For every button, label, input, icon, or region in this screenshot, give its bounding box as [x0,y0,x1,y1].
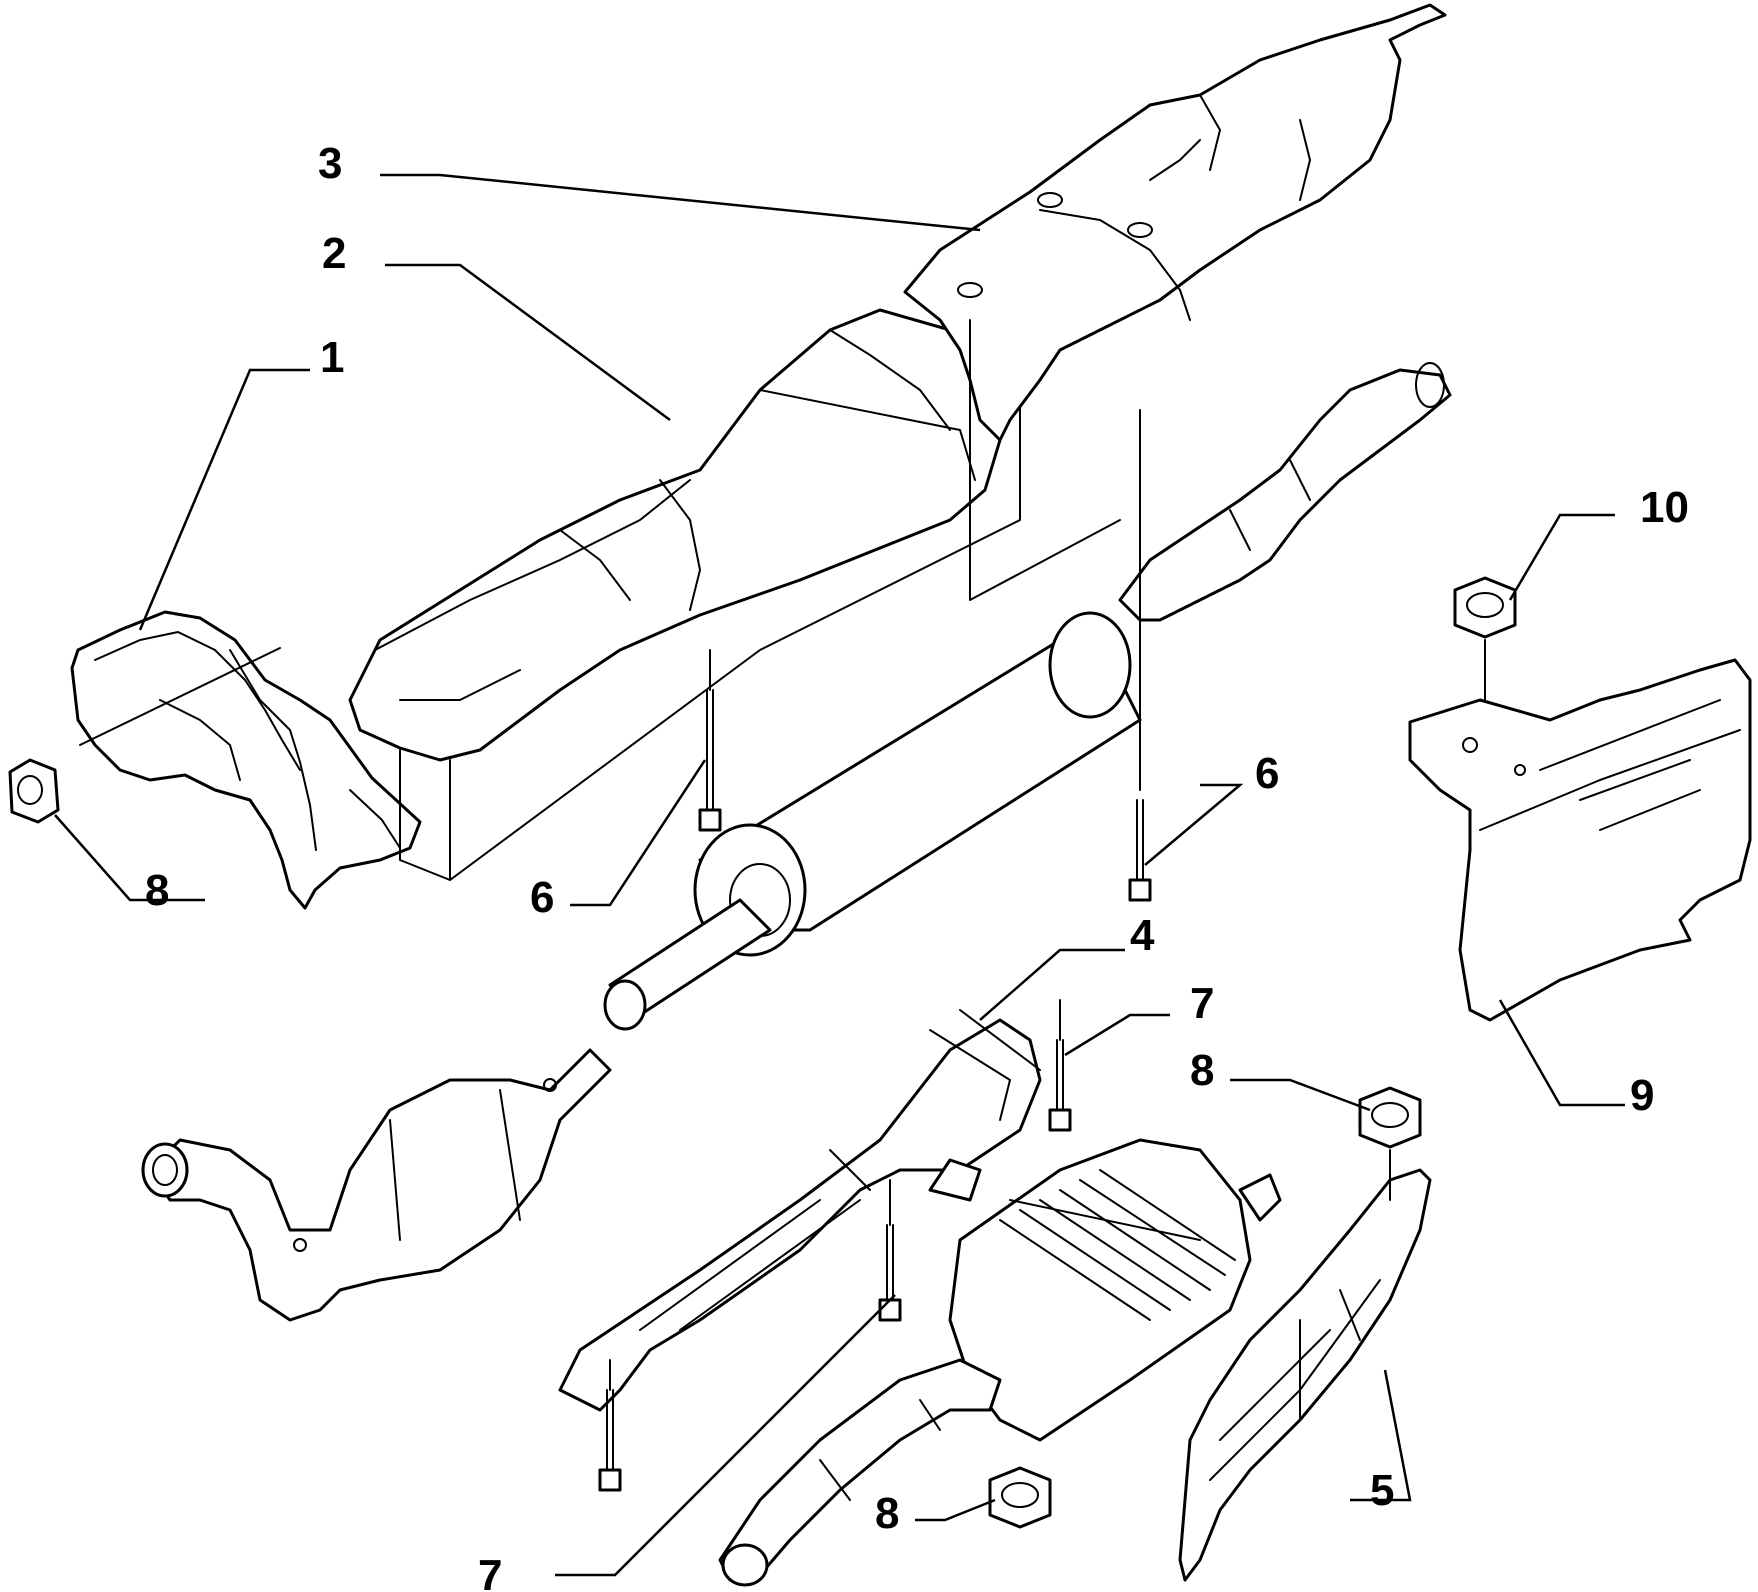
catalytic-converter [141,1048,612,1322]
callout-labels: 3 2 1 8 6 6 4 7 8 9 10 5 7 8 [145,139,1689,1592]
front-heat-shield-part-1 [70,610,422,910]
callout-5: 5 [1370,1466,1394,1515]
stud-part-7-a [1048,1039,1072,1132]
rear-heat-shield-part-5 [1178,1168,1432,1582]
callout-6-left: 6 [530,873,554,922]
intermediate-pipe [1118,362,1452,622]
leader-lines [54,173,1625,1577]
callout-8-right: 8 [1190,1046,1214,1095]
rear-muffler [718,1138,1282,1587]
center-muffler [603,611,1142,1031]
callout-9: 9 [1630,1071,1654,1120]
callout-3: 3 [318,139,342,188]
stud-part-6-left [698,689,722,832]
callout-7-upper: 7 [1190,979,1214,1028]
side-heat-shield-part-9 [1408,658,1752,1022]
callout-1: 1 [320,333,344,382]
nut-part-10 [1453,576,1517,639]
middle-heat-shield-part-4 [558,1009,1042,1412]
callout-2: 2 [322,229,346,278]
callout-10: 10 [1640,483,1689,532]
nut-part-8-right [1358,1086,1422,1149]
stud-part-7-c [598,1389,622,1492]
callout-4: 4 [1130,911,1155,960]
callout-7-lower: 7 [478,1551,502,1592]
callout-8-left: 8 [145,866,169,915]
nut-part-8-bottom [988,1466,1052,1529]
assembly-lines [609,319,1486,1391]
stud-part-6-right [1128,799,1152,902]
main-heat-shield-part-2 [348,308,1021,881]
callout-6-right: 6 [1255,749,1279,798]
nut-part-8-left [8,758,60,824]
callout-8-bottom: 8 [875,1489,899,1538]
rear-heat-shield-part-3 [903,3,1447,442]
